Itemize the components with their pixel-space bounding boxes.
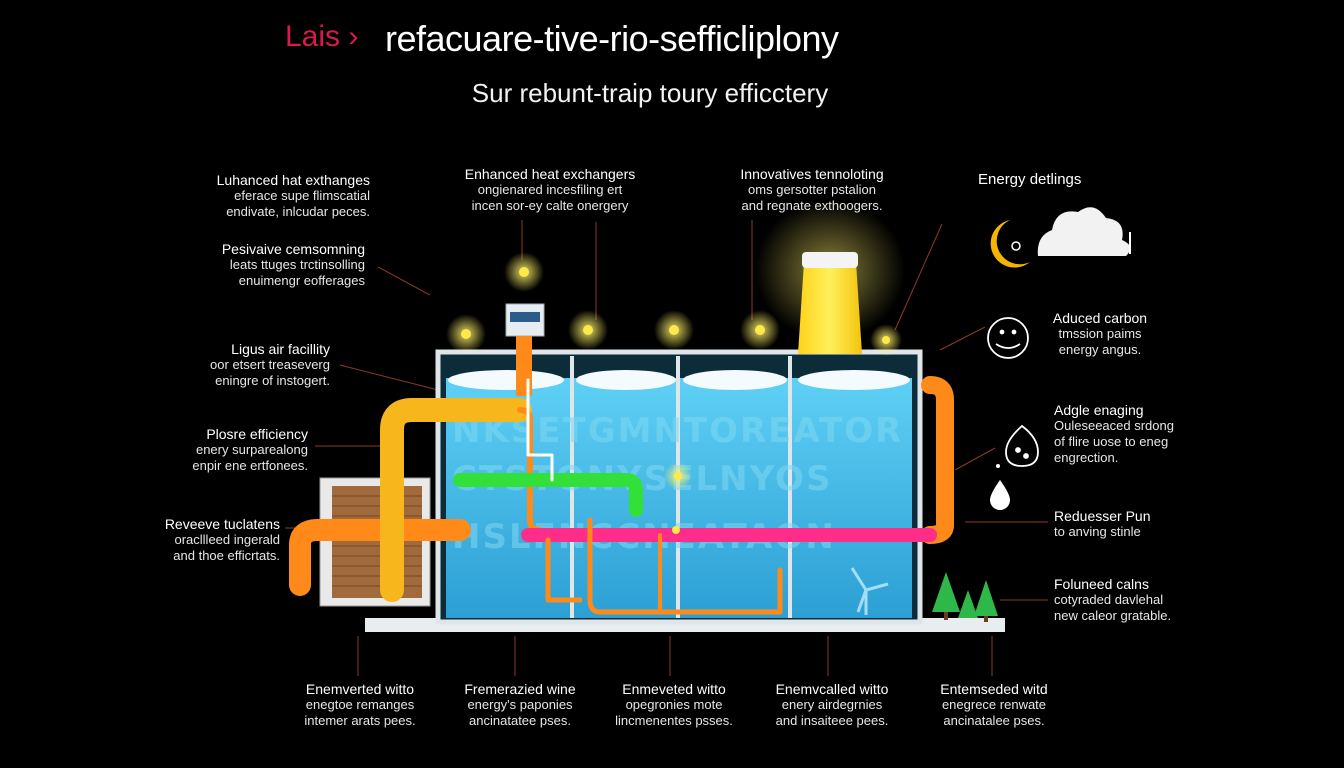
- annotation-heading: Foluneed calns: [1054, 576, 1149, 592]
- left-annotation-3: Ligus air facillity oor etsert treasever…: [110, 341, 330, 389]
- bottom-annotation-3: Enmeveted witto opegronies mote lincmene…: [604, 681, 744, 729]
- annotation-line: and thoe efficrtats.: [173, 548, 280, 563]
- title-separator: ›: [348, 20, 359, 53]
- pipe-network: [289, 376, 954, 615]
- annotation-line: oor etsert treaseverg: [210, 357, 330, 372]
- annotation-line: oms gersotter pstalion: [748, 182, 876, 197]
- wind-turbine-icon: [850, 567, 889, 615]
- annotation-line: lincmenentes psses.: [615, 713, 733, 728]
- tank: NKSETGMNTOREATOR CTSTONYSELNYOS HSLFNCCN…: [365, 349, 1005, 632]
- annotation-heading: Reveeve tuclatens: [164, 516, 280, 532]
- water-drop-icon: [990, 464, 1010, 510]
- annotation-heading: Aduced carbon: [1052, 310, 1148, 326]
- annotation-line: engrection.: [1054, 450, 1119, 465]
- annotation-line: enery surparealong: [195, 442, 308, 457]
- annotation-heading: Ligus air facillity: [231, 341, 330, 357]
- annotation-line: ongienared incesfiling ert: [477, 182, 623, 197]
- annotation-line: enegrece renwate: [941, 697, 1047, 712]
- annotation-line: new caleor gratable.: [1054, 608, 1172, 623]
- right-annotation-5: Foluneed calns cotyraded davlehal new ca…: [1054, 576, 1204, 624]
- cloud-icon: [1037, 207, 1131, 256]
- annotation-heading: Energy detlings: [978, 171, 1082, 188]
- left-annotation-5: Reveeve tuclatens oracllleed ingerald an…: [60, 516, 280, 564]
- right-annotation-3: Adgle enaging Ouleseeaced srdong of flir…: [1054, 402, 1204, 466]
- right-annotation-4: Reduesser Pun to anving stinle: [1054, 508, 1204, 540]
- annotation-heading: Reduesser Pun: [1054, 508, 1151, 524]
- page-subtitle: Sur rebunt-traip toury efficctery: [471, 78, 829, 108]
- face-icon: [987, 317, 1029, 359]
- annotation-line: eningre of instogert.: [215, 373, 330, 388]
- annotation-line: incen sor-ey calte onergery: [471, 198, 629, 213]
- flame-icon: [1005, 424, 1039, 467]
- annotation-line: ancinatalee pses.: [943, 713, 1045, 728]
- annotation-line: enery airdegrnies: [781, 697, 883, 712]
- spark-icon: [446, 252, 902, 534]
- annotation-line: tmssion paims: [1058, 326, 1142, 341]
- annotation-line: of flire uose to eneg: [1054, 434, 1169, 449]
- bottom-annotation-1: Enemverted witto enegtoe remanges inteme…: [290, 681, 430, 729]
- annotation-heading: Entemseded witd: [940, 681, 1048, 697]
- annotation-line: oracllleed ingerald: [174, 532, 280, 547]
- annotation-line: and regnate exthoogers.: [741, 198, 883, 213]
- annotation-heading: Adgle enaging: [1054, 402, 1144, 418]
- leader-lines: [285, 220, 1048, 676]
- annotation-heading: Fremerazied wine: [464, 681, 576, 697]
- annotation-heading: Enmeveted witto: [622, 681, 726, 697]
- annotation-line: energy's paponies: [467, 697, 573, 712]
- annotation-heading: Luhanced hat exthanges: [216, 172, 370, 188]
- annotation-line: opegronies mote: [625, 697, 723, 712]
- annotation-heading: Enemvcalled witto: [775, 681, 889, 697]
- annotation-line: ancinatatee pses.: [469, 713, 571, 728]
- title-prefix-text: Lais: [285, 20, 341, 53]
- top-annotation-2: Innovatives tennoloting oms gersotter ps…: [702, 166, 922, 214]
- moon-icon: [990, 220, 1030, 268]
- annotation-line: enegtoe remanges: [305, 697, 415, 712]
- title-prefix: Lais ›: [285, 20, 358, 54]
- bottom-annotation-5: Entemseded witd enegrece renwate ancinat…: [924, 681, 1064, 729]
- annotation-line: eferace supe flimscatial: [234, 188, 370, 203]
- radiator-unit: [319, 477, 431, 607]
- annotation-heading: Enemverted witto: [305, 681, 415, 697]
- annotation-line: to anving stinle: [1054, 524, 1141, 539]
- page-title: refacuare-tive-rio-sefficliplony: [385, 18, 839, 59]
- annotation-line: enpir ene ertfonees.: [192, 458, 308, 473]
- annotation-heading: Pesivaive cemsomning: [221, 241, 365, 257]
- annotation-line: leats ttuges trctinsolling: [229, 257, 365, 272]
- bottom-annotation-2: Fremerazied wine energy's paponies ancin…: [450, 681, 590, 729]
- annotation-heading: Innovatives tennoloting: [740, 166, 884, 182]
- left-annotation-1: Luhanced hat exthanges eferace supe flim…: [150, 172, 370, 220]
- annotation-line: endivate, inlcudar peces.: [226, 204, 370, 219]
- chimney: [755, 200, 905, 354]
- annotation-line: intemer arats pees.: [304, 713, 416, 728]
- annotation-line: enuimengr eofferages: [238, 273, 365, 288]
- annotation-heading: Enhanced heat exchangers: [464, 166, 636, 182]
- left-annotation-2: Pesivaive cemsomning leats ttuges trctin…: [145, 241, 365, 289]
- annotation-line: cotyraded davlehal: [1054, 592, 1164, 607]
- top-annotation-1: Enhanced heat exchangers ongienared ince…: [440, 166, 660, 214]
- right-annotation-1: Energy detlings: [978, 172, 1178, 188]
- tree-icon: [932, 572, 998, 622]
- annotation-line: energy angus.: [1058, 342, 1142, 357]
- annotation-heading: Plosre efficiency: [206, 426, 308, 442]
- bottom-annotation-4: Enemvcalled witto enery airdegrnies and …: [762, 681, 902, 729]
- annotation-line: and insaiteee pees.: [775, 713, 889, 728]
- right-annotation-2: Aduced carbon tmssion paims energy angus…: [1040, 310, 1160, 358]
- left-annotation-4: Plosre efficiency enery surparealong enp…: [90, 426, 308, 474]
- annotation-line: Ouleseeaced srdong: [1054, 418, 1174, 433]
